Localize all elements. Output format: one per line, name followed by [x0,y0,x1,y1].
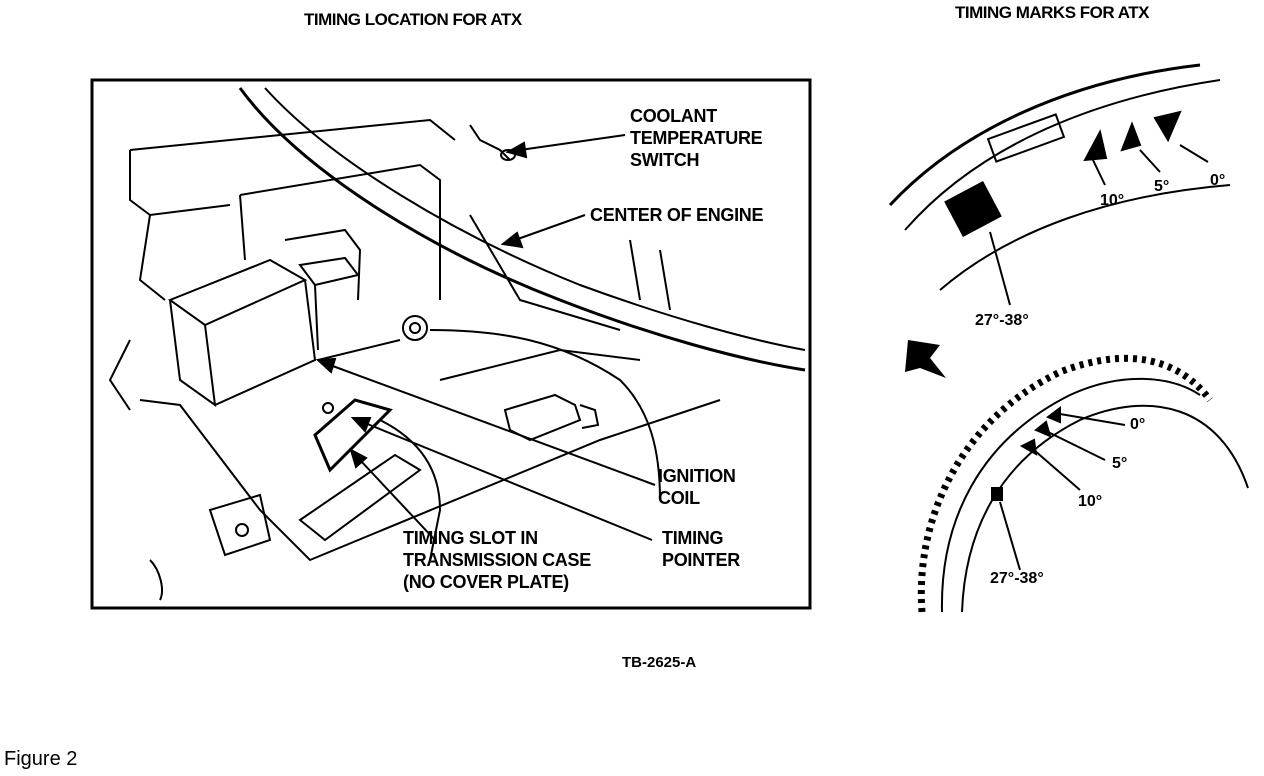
left-title: TIMING LOCATION FOR ATX [304,10,522,29]
engine-illustration-frame [90,78,812,610]
coolant-temperature-switch-label: COOLANT TEMPERATURE SWITCH [630,106,763,170]
ignition-coil-label: IGNITION COIL [658,466,736,508]
ignition-coil-top [167,258,308,327]
ring-gear-teeth [917,354,1213,613]
center-of-engine-label: CENTER OF ENGINE [590,205,764,225]
upper-range-label: 27°-38° [975,312,1029,329]
lower-mark-10-label: 10° [1078,493,1103,510]
timing-slot-label: TIMING SLOT IN TRANSMISSION CASE (NO COV… [403,528,591,592]
timing-pointer-label: TIMING POINTER [662,528,740,570]
upper-mark-10 [1083,129,1108,162]
lower-mark-5-label: 5° [1112,455,1128,472]
right-title: TIMING MARKS FOR ATX [955,3,1149,22]
upper-range-block [944,181,1002,237]
upper-mark-10-label: 10° [1100,192,1125,209]
drawing-code: TB-2625-A [622,654,697,671]
upper-mark-0-label: 0° [1210,172,1226,189]
timing-slot-outline [313,398,393,473]
upper-mark-5-label: 5° [1154,178,1170,195]
lower-mark-0-label: 0° [1130,416,1146,433]
figure-caption: Figure 2 [4,748,78,770]
rotation-arrow [905,340,946,378]
lower-range-label: 27°-38° [990,570,1044,587]
